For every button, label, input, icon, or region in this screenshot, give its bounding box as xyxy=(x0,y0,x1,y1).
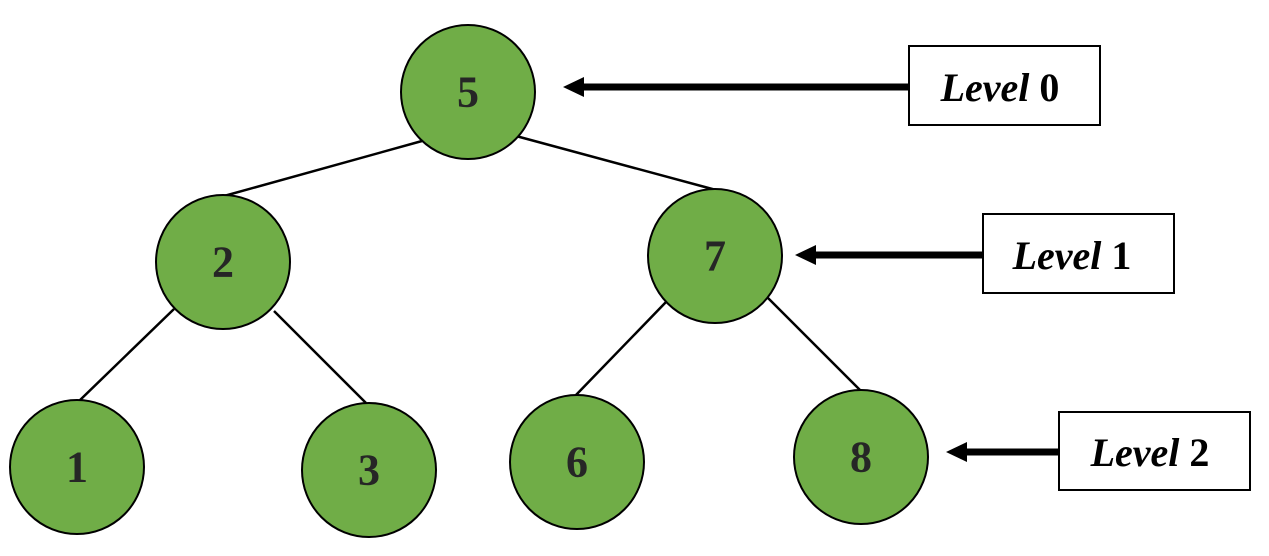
node-label: 2 xyxy=(212,238,234,287)
level-1-box xyxy=(982,213,1175,294)
arrow-head-icon xyxy=(946,442,967,462)
tree-node-2: 2 xyxy=(155,194,291,330)
edge-7-8 xyxy=(767,297,861,391)
node-label: 6 xyxy=(566,438,588,487)
node-label: 7 xyxy=(704,232,726,281)
level-0-indicator: Level 0 xyxy=(563,45,1101,126)
node-label: 8 xyxy=(850,433,872,482)
arrow-head-icon xyxy=(795,245,816,265)
level-2-box xyxy=(1058,411,1251,491)
tree-node-6: 6 xyxy=(509,394,645,530)
tree-node-3: 3 xyxy=(301,402,437,538)
edge-2-3 xyxy=(273,310,367,404)
tree-node-1: 1 xyxy=(9,399,145,535)
tree-node-8: 8 xyxy=(793,389,929,525)
tree-node-5: 5 xyxy=(400,24,536,160)
node-label: 1 xyxy=(66,443,88,492)
edge-5-7 xyxy=(515,134,717,192)
edge-7-6 xyxy=(575,301,667,396)
level-0-box xyxy=(908,45,1101,126)
node-label: 3 xyxy=(358,446,380,495)
arrow-head-icon xyxy=(563,77,584,97)
level-2-label: Level 2 xyxy=(1090,430,1210,475)
level-1-label: Level 1 xyxy=(1012,233,1132,278)
edge-2-1 xyxy=(77,308,175,403)
level-1-indicator: Level 1 xyxy=(795,213,1175,294)
tree-node-7: 7 xyxy=(647,188,783,324)
node-label: 5 xyxy=(457,68,479,117)
level-2-indicator: Level 2 xyxy=(946,411,1251,491)
level-0-label: Level 0 xyxy=(940,65,1060,110)
edge-5-2 xyxy=(223,139,423,198)
